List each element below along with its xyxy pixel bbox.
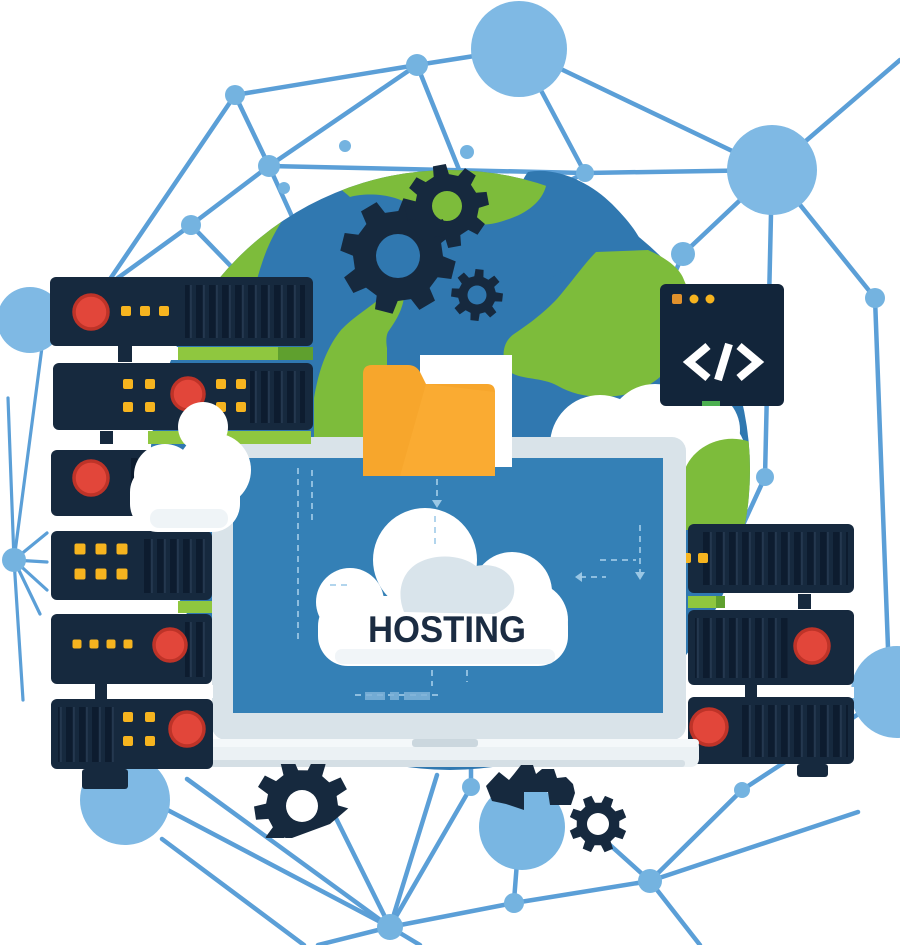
svg-text:HOSTING: HOSTING [368, 609, 526, 650]
